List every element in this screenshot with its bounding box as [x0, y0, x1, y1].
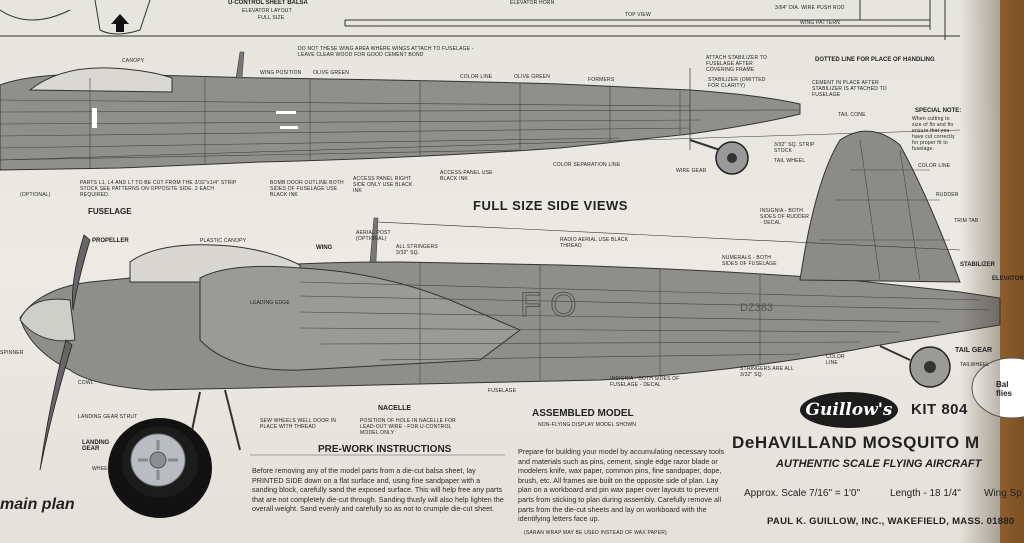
- top-view-label: TOP VIEW: [625, 12, 651, 18]
- trim-tab-label: TRIM TAB: [954, 218, 979, 224]
- canopy-label: CANOPY: [122, 58, 145, 64]
- aerial-post-label: AERIAL POST (OPTIONAL): [356, 230, 391, 242]
- elevator-layout-label: ELEVATOR LAYOUT: [242, 8, 292, 14]
- color-line-label: COLOR LINE: [460, 74, 493, 80]
- full-size-label: FULL SIZE: [258, 15, 285, 21]
- main-plan-label: main plan: [0, 496, 75, 513]
- color-separation-label: COLOR SEPARATION LINE: [553, 162, 621, 168]
- cowl-label: COWL: [78, 380, 94, 386]
- rudder-label: RUDDER: [936, 192, 959, 198]
- prepare-footnote: (SARAN WRAP MAY BE USED INSTEAD OF WAX P…: [524, 530, 667, 536]
- prepare-body: Prepare for building your model by accum…: [518, 447, 725, 524]
- nacelle-label: NACELLE: [378, 405, 412, 412]
- lower-fuselage-drawing: F O: [19, 130, 1001, 471]
- olive-green-label: OLIVE GREEN: [313, 70, 350, 76]
- access-panel-label: ACCESS PANEL RIGHT SIDE ONLY USE BLACK I…: [353, 176, 413, 194]
- color-line-fin-label: COLOR LINE: [918, 163, 951, 169]
- kit-number: KIT 804: [911, 401, 968, 418]
- svg-text:F O: F O: [520, 286, 577, 324]
- glue-note: DO NOT THESE WING AREA WHERE WINGS ATTAC…: [298, 46, 474, 58]
- tail-wheel-lower-label: TAILWHEEL: [960, 362, 990, 368]
- model-name: DeHAVILLAND MOSQUITO M: [732, 433, 980, 452]
- stringers-are-label: STRINGERS ARE ALL 3/32" SQ.: [740, 366, 794, 378]
- tail-gear-label: TAIL GEAR: [955, 347, 993, 354]
- section-title: FULL SIZE SIDE VIEWS: [473, 198, 628, 213]
- guillows-logo: Guillow's: [800, 392, 898, 428]
- propeller-label: PROPELLER: [92, 238, 129, 244]
- spinner-label: SPINNER: [0, 350, 24, 356]
- formers-label: FORMERS: [588, 77, 615, 83]
- upper-fuselage-drawing: [0, 51, 961, 175]
- fuselage-title: FUSELAGE: [88, 207, 132, 216]
- cement-note: CEMENT IN PLACE AFTER STABILIZER IS ATTA…: [812, 80, 887, 98]
- corner-badge-text: Bal flies: [996, 380, 1013, 398]
- insignia-fuselage-label: INSIGNIA - BOTH SIDES OF FUSELAGE - DECA…: [610, 376, 680, 388]
- tail-cone-label: TAIL CONE: [838, 112, 866, 118]
- assembled-model-title: ASSEMBLED MODEL: [532, 408, 634, 419]
- wing-label: WING: [316, 245, 333, 251]
- tail-wheel-label: TAIL WHEEL: [774, 158, 806, 164]
- landing-gear-label: LANDING GEAR: [82, 440, 110, 452]
- wing-position-label: WING POSITION: [260, 70, 302, 76]
- elevator-label: ELEVATOR: [992, 276, 1024, 282]
- plan-page-shadow: [960, 0, 1000, 543]
- wire-gear-label: WIRE GEAR: [676, 168, 707, 174]
- wheel-label: WHEEL: [92, 466, 111, 472]
- prework-title: PRE-WORK INSTRUCTIONS: [318, 444, 452, 455]
- radio-aerial-label: RADIO AERIAL USE BLACK THREAD: [560, 237, 629, 249]
- prework-body: Before removing any of the model parts f…: [252, 466, 504, 514]
- fuselage-lower-label: FUSELAGE: [488, 388, 517, 394]
- olive-green-label-2: OLIVE GREEN: [514, 74, 551, 80]
- elevator-horn-label: ELEVATOR HORN: [510, 0, 555, 6]
- u-control-sheet-label: U-CONTROL SHEET BALSA: [228, 0, 308, 6]
- leading-edge-label: LEADING EDGE: [250, 300, 290, 306]
- manufacturer: PAUL K. GUILLOW, INC., WAKEFIELD, MASS. …: [767, 516, 1015, 527]
- parts-note: PARTS L1, L4 AND L7 TO BE CUT FROM THE 3…: [80, 180, 237, 198]
- insignia-fin-label: INSIGNIA - BOTH SIDES OF RUDDER - DECAL: [760, 208, 810, 226]
- numerals-label: NUMERALS - BOTH SIDES OF FUSELAGE: [722, 255, 777, 267]
- length-spec: Length - 18 1/4": [890, 488, 961, 499]
- sew-wheels-label: SEW WHEELS WELL DOOR IN PLACE WITH THREA…: [260, 418, 337, 430]
- serial-marking: DZ383: [740, 302, 774, 314]
- tagline: AUTHENTIC SCALE FLYING AIRCRAFT: [776, 458, 982, 470]
- optional-label: (OPTIONAL): [20, 192, 51, 198]
- stabilizer-omitted-note: STABILIZER (OMITTED FOR CLARITY): [708, 77, 766, 89]
- color-line-lower-label: COLOR LINE: [826, 354, 845, 366]
- access-panel-label-2: ACCESS PANEL USE BLACK INK: [440, 170, 493, 182]
- wire-pivot-label: 3/64" DIA. WIRE PUSH ROD: [775, 5, 845, 11]
- scale-spec: Approx. Scale 7/16" = 1'0": [744, 488, 861, 499]
- all-stringers-label: ALL STRINGERS 3/32" SQ.: [396, 244, 438, 256]
- assembled-model-subtitle: NON-FLYING DISPLAY MODEL SHOWN: [538, 422, 637, 428]
- wingspan-spec: Wing Sp: [984, 488, 1022, 499]
- plastic-canopy-label: PLASTIC CANOPY: [200, 238, 247, 244]
- attach-stabilizer-note: ATTACH STABILIZER TO FUSELAGE AFTER COVE…: [706, 55, 768, 73]
- strip-stock-label: 3/32" SQ. STRIP STOCK: [774, 142, 815, 154]
- special-note-title: SPECIAL NOTE:: [915, 108, 962, 114]
- elevator-arrow-icon: [111, 14, 129, 32]
- stabilizer-label: STABILIZER: [960, 262, 995, 268]
- position-hole-label: POSITION OF HOLE IN NACELLE FOR LEAD-OUT…: [360, 418, 456, 436]
- dotted-line-label: DOTTED LINE FOR PLACE OF HANDLING: [815, 57, 935, 63]
- special-note-body: When cutting to size of fin and fin ensu…: [912, 116, 955, 152]
- wing-pattern-label: WING PATTERN: [800, 20, 840, 26]
- landing-gear-strut-label: LANDING GEAR STRUT: [78, 414, 138, 420]
- bomb-door-label: BOMB DOOR OUTLINE BOTH SIDES OF FUSELAGE…: [270, 180, 344, 198]
- rubber-wheel-prop: [108, 418, 212, 518]
